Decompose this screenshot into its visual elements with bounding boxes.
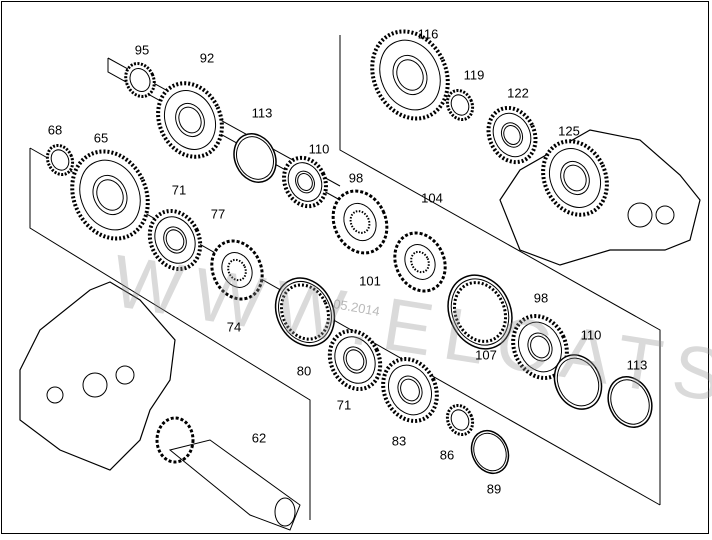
hub-part (331, 189, 389, 255)
ring-part (470, 429, 510, 475)
ring-part (233, 133, 277, 183)
callout-116: 116 (417, 26, 439, 42)
callout-125: 125 (558, 123, 580, 139)
callout-98: 98 (348, 170, 364, 186)
bearing-part (445, 88, 475, 122)
bearing-part (445, 403, 475, 437)
hub-part (210, 239, 264, 301)
gear-part (370, 29, 450, 121)
callout-74: 74 (226, 319, 242, 335)
right-housing (499, 129, 701, 266)
housing-bore (82, 372, 108, 398)
callout-119: 119 (463, 67, 485, 83)
callout-113: 113 (626, 357, 648, 373)
callout-68: 68 (47, 122, 63, 138)
left-housing (19, 281, 176, 471)
hub-part (393, 231, 447, 293)
gear-part (282, 155, 328, 209)
sleeve-part (447, 274, 513, 350)
gear-part (156, 81, 224, 159)
callout-113: 113 (251, 105, 273, 121)
gear-part (486, 105, 538, 165)
bearing-part (45, 143, 75, 177)
callout-110: 110 (580, 327, 602, 343)
housing-bore (655, 205, 675, 225)
callout-86: 86 (439, 447, 455, 463)
callout-71: 71 (171, 182, 187, 198)
ring-part (553, 354, 603, 410)
callout-107: 107 (475, 347, 497, 363)
callout-104: 104 (421, 190, 443, 206)
gear-part (381, 357, 439, 423)
input-shaft (155, 416, 301, 531)
callout-83: 83 (391, 433, 407, 449)
callout-92: 92 (199, 50, 215, 66)
gear-part (147, 208, 203, 272)
bearing-part (124, 62, 156, 98)
housing-bore (115, 365, 135, 385)
callout-122: 122 (507, 85, 529, 101)
housing-bore (627, 202, 653, 228)
gear-part (541, 139, 609, 217)
callout-101: 101 (359, 273, 381, 289)
callout-98: 98 (533, 290, 549, 306)
callout-65: 65 (93, 130, 109, 146)
callout-80: 80 (296, 363, 312, 379)
ring-part (607, 376, 653, 428)
callout-89: 89 (486, 481, 502, 497)
gear-part (327, 328, 383, 392)
gear-part (511, 314, 569, 380)
callout-71: 71 (336, 397, 352, 413)
callout-110: 110 (308, 141, 330, 157)
gear-part (70, 149, 150, 241)
callout-95: 95 (134, 42, 150, 58)
housing-bore (46, 386, 64, 404)
callout-62: 62 (251, 430, 267, 446)
callout-77: 77 (210, 206, 226, 222)
sleeve-part (274, 277, 336, 347)
